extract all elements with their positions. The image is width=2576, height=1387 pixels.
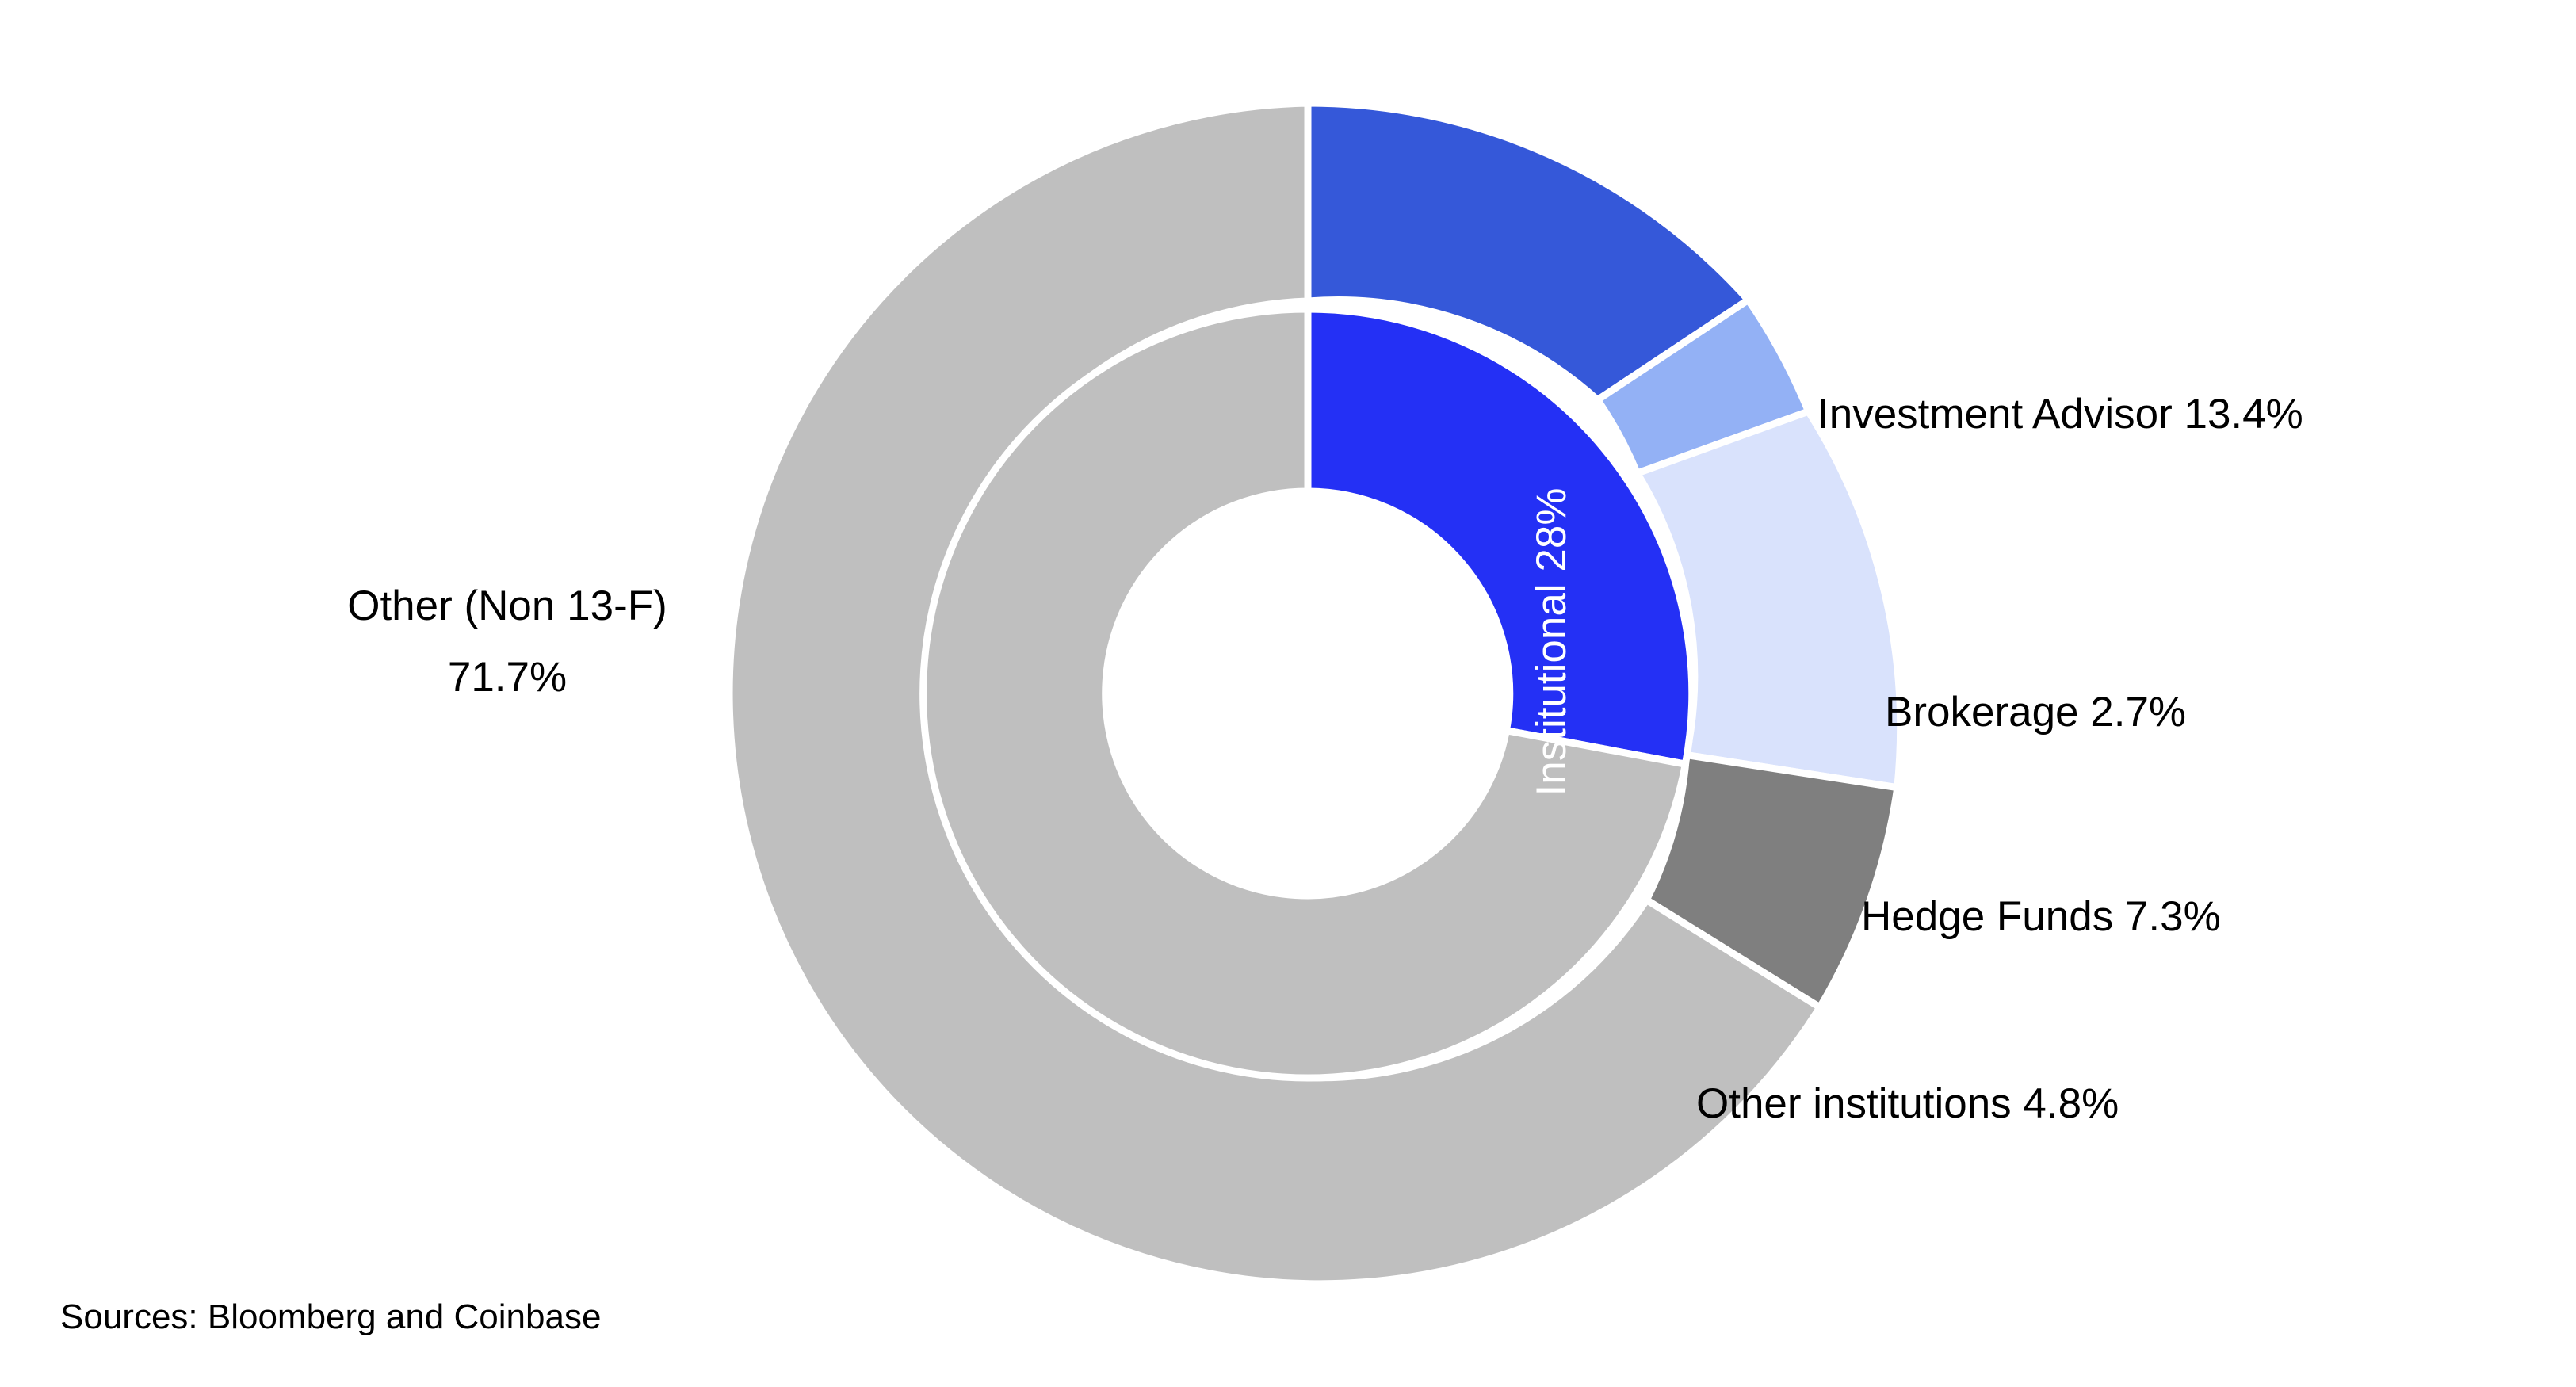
- label-institutional: Institutional 28%: [1528, 488, 1575, 797]
- label-investment-advisor: Investment Advisor 13.4%: [1817, 391, 2303, 437]
- label-hedge-funds: Hedge Funds 7.3%: [1861, 893, 2221, 940]
- slice-institutional[interactable]: [1304, 305, 1696, 768]
- label-brokerage: Brokerage 2.7%: [1885, 689, 2186, 736]
- label-other-non-13f-line2: 71.7%: [448, 654, 567, 701]
- label-other-non-13f-line1: Other (Non 13-F): [347, 583, 667, 629]
- slice-other-non-13f-inner[interactable]: [919, 305, 1689, 1082]
- sources-note: Sources: Bloomberg and Coinbase: [60, 1297, 602, 1336]
- slice-investment-advisor[interactable]: [1304, 99, 1752, 404]
- label-other-institutions: Other institutions 4.8%: [1696, 1080, 2119, 1127]
